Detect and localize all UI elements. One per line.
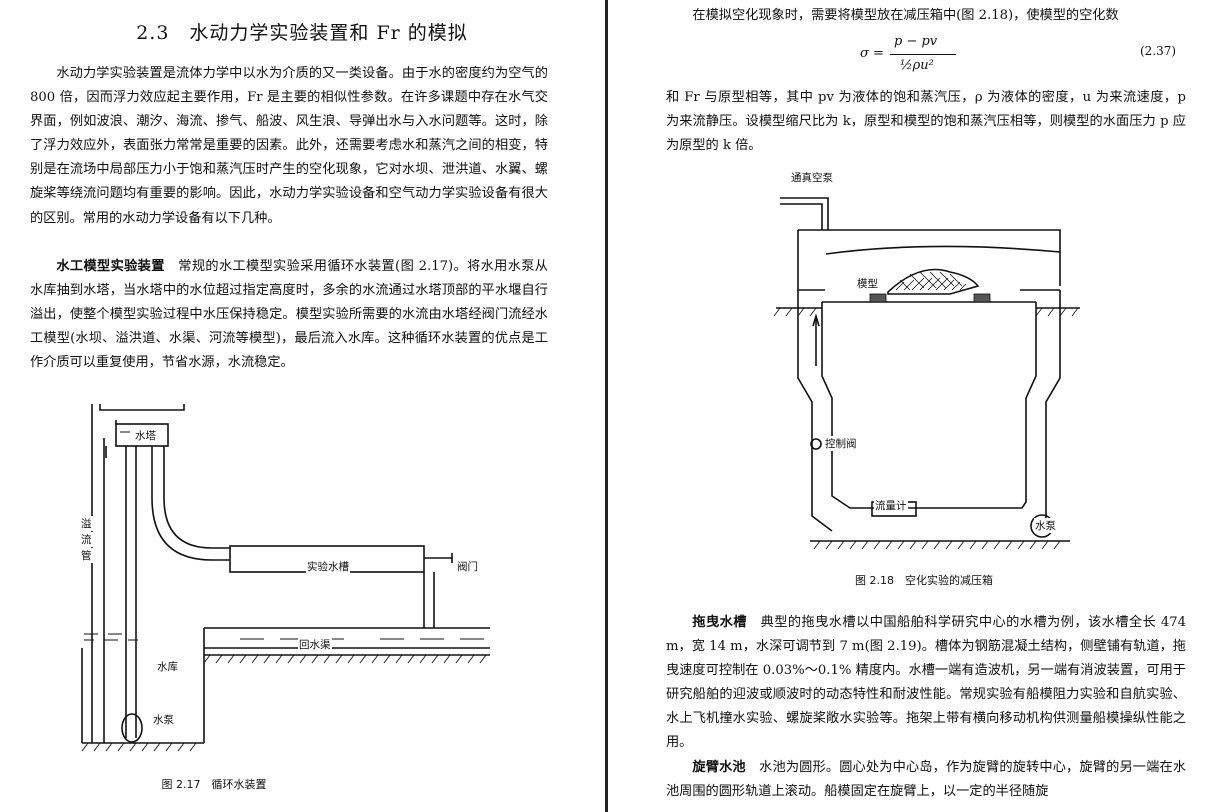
label-right-pump: 水泵 [1034, 518, 1057, 533]
figure-2-17-caption: 图 2.17 循环水装置 [161, 778, 267, 791]
label-overflow-2: 流 [80, 532, 93, 547]
figure-2-17: 水塔 溢 流 管 实验水槽 阀门 回水渠 水库 水泵 图 2.17 循环水装置 [80, 398, 500, 798]
hydraulic-model-paragraph: 水工模型实验装置 常规的水工模型实验采用循环水装置(图 2.17)。将水用水泵从… [30, 255, 548, 375]
rotating-arm-paragraph: 旋臂水池 水池为圆形。圆心处为中心岛，作为旋臂的旋转中心，旋臂的另一端在水池周围… [666, 756, 1186, 804]
towing-tank-paragraph: 拖曳水槽 典型的拖曳水槽以中国船舶科学研究中心的水槽为例，该水槽全长 474 m… [666, 611, 1186, 756]
label-water-tower: 水塔 [134, 428, 157, 443]
hydraulic-model-heading: 水工模型实验装置 [56, 259, 165, 274]
label-vacuum-pump: 通真空泵 [790, 170, 834, 185]
rotating-arm-text: 水池为圆形。圆心处为中心岛，作为旋臂的旋转中心，旋臂的另一端在水池周围的圆形轨道… [666, 760, 1187, 800]
figure-2-18: 通真空泵 模型 控制阀 流量计 水泵 图 2.18 空化实验的减压箱 [770, 166, 1090, 592]
section-title: 2.3 水动力学实验装置和 Fr 的模拟 [136, 22, 468, 44]
rotating-arm-heading: 旋臂水池 [692, 760, 746, 775]
label-control-valve: 控制阀 [824, 436, 858, 451]
figure-2-18-caption: 图 2.18 空化实验的减压箱 [855, 574, 993, 587]
decompression-tank-diagram [773, 197, 1080, 550]
label-return-channel: 回水渠 [298, 637, 332, 652]
label-overflow-3: 管 [80, 548, 93, 563]
right-page: 在模拟空化现象时，需要将模型放在减压箱中(图 2.18)，使模型的空化数 σ =… [610, 0, 1217, 812]
label-flowmeter: 流量计 [874, 498, 908, 513]
page-divider [605, 0, 608, 812]
label-test-channel: 实验水槽 [306, 559, 350, 574]
formula-lhs: σ = [860, 46, 884, 61]
circulating-water-diagram [81, 404, 490, 752]
cavitation-paragraph: 和 Fr 与原型相等，其中 pv 为液体的饱和蒸汽压，ρ 为液体的密度，u 为来… [666, 90, 1186, 154]
label-model: 模型 [856, 276, 879, 291]
towing-tank-text: 典型的拖曳水槽以中国船舶科学研究中心的水槽为例，该水槽全长 474 m，宽 14… [666, 615, 1186, 751]
formula-denominator: ½ρu² [900, 58, 934, 73]
hydraulic-model-text: 常规的水工模型实验采用循环水装置(图 2.17)。将水用水泵从水库抽到水塔，当水… [30, 259, 548, 371]
intro-paragraph: 水动力学实验装置是流体力学中以水为介质的又一类设备。由于水的密度约为空气的 80… [30, 66, 548, 226]
label-reservoir: 水库 [156, 659, 179, 674]
label-overflow-1: 溢 [80, 516, 93, 531]
left-page: 2.3 水动力学实验装置和 Fr 的模拟 水动力学实验装置是流体力学中以水为介质… [0, 0, 604, 812]
fraction-bar [890, 54, 956, 55]
equation-number: (2.37) [1140, 44, 1177, 58]
towing-tank-heading: 拖曳水槽 [692, 615, 747, 630]
cavitation-intro-line: 在模拟空化现象时，需要将模型放在减压箱中(图 2.18)，使模型的空化数 [692, 8, 1119, 23]
label-pump: 水泵 [152, 712, 175, 727]
cavitation-formula: σ = p − pv ½ρu² [860, 34, 980, 82]
formula-numerator: p − pv [894, 34, 938, 49]
label-valve: 阀门 [456, 559, 479, 574]
